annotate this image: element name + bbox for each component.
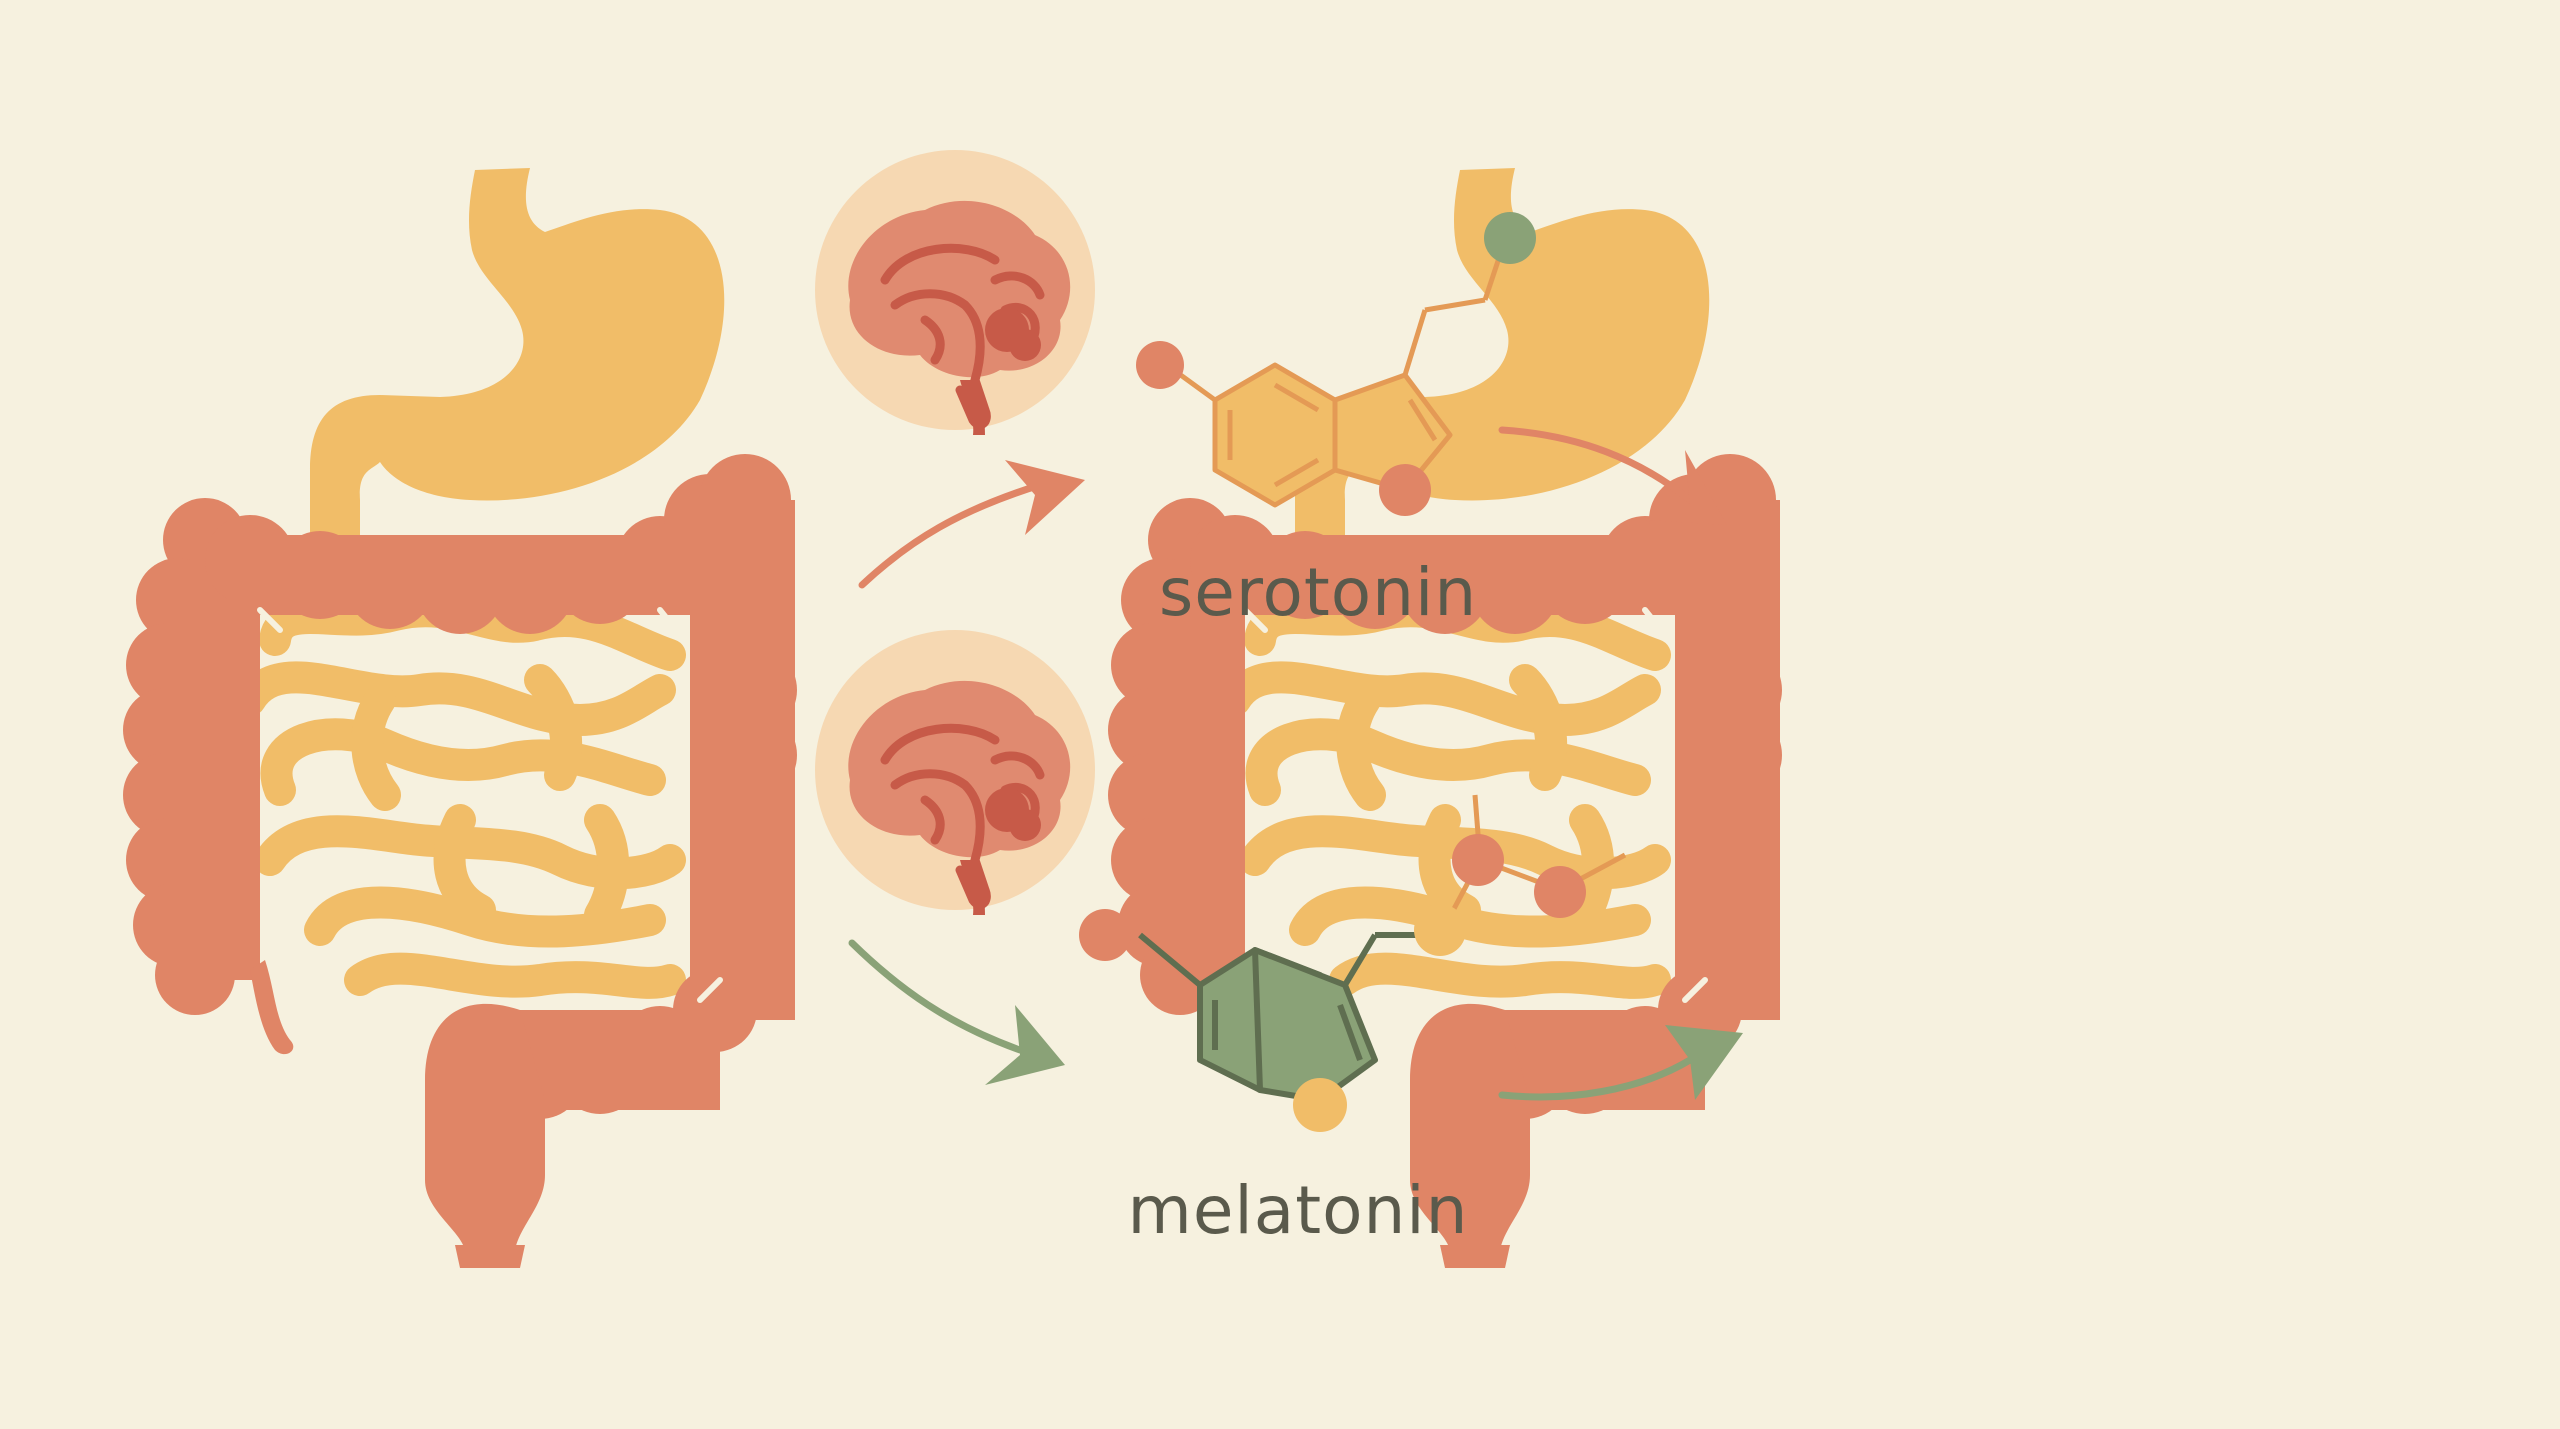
serotonin-atoms <box>1136 212 1536 516</box>
digestive-system-left <box>123 168 797 1268</box>
melatonin-label: melatonin <box>1128 1172 1469 1249</box>
arrow-gut-to-melatonin-icon <box>848 939 1065 1085</box>
arrow-serotonin-to-gut-icon <box>1498 426 1727 525</box>
digestive-system-right <box>1108 168 1782 1268</box>
arrow-gut-to-serotonin-icon <box>858 460 1085 589</box>
serotonin-molecule <box>1158 239 1508 508</box>
brain-top <box>815 150 1095 435</box>
serotonin-label: serotonin <box>1159 554 1477 631</box>
melatonin-atoms <box>1079 834 1586 1132</box>
arrow-melatonin-to-gut-icon <box>1498 1025 1743 1101</box>
melatonin-molecule <box>1138 932 1440 1103</box>
brain-bottom <box>815 630 1095 915</box>
